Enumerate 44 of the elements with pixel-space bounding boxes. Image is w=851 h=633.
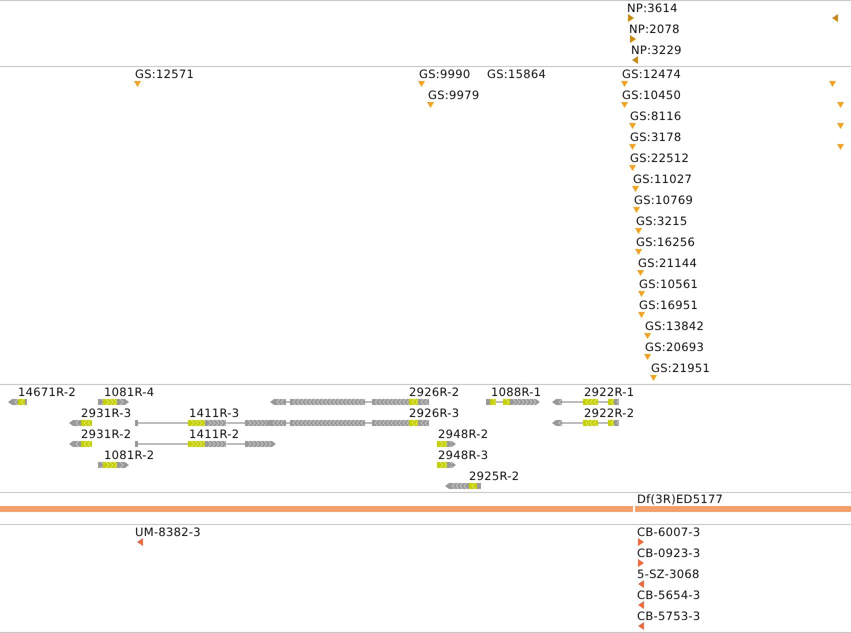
feature-label: GS:13842: [645, 320, 704, 333]
feature-label: 1081R-4: [104, 386, 154, 399]
feature-label: GS:21144: [638, 257, 698, 270]
feature-label: GS:3178: [630, 131, 682, 144]
feature-label: 5-SZ-3068: [637, 568, 700, 581]
feature-label: GS:10450: [622, 89, 682, 102]
feature-label: GS:20693: [645, 341, 704, 354]
feature-label: 1088R-1: [491, 386, 542, 399]
feature-label: 1081R-2: [104, 449, 154, 462]
feature-label: 2922R-1: [584, 386, 634, 399]
feature-label: GS:22512: [630, 152, 690, 165]
feature-label: 2926R-3: [409, 407, 460, 420]
feature-label: NP:3229: [631, 44, 682, 57]
feature-label: 14671R-2: [18, 386, 76, 399]
feature-label: CB-6007-3: [637, 526, 701, 539]
feature-label: CB-5654-3: [637, 589, 701, 602]
feature-label: 2948R-2: [438, 428, 488, 441]
feature-label: GS:16256: [636, 236, 696, 249]
feature-label: GS:10561: [639, 278, 698, 291]
feature-label: GS:12474: [622, 68, 682, 81]
feature-label: GS:15864: [487, 68, 546, 81]
feature-label: GS:8116: [630, 110, 682, 123]
feature-label: GS:16951: [639, 299, 698, 312]
feature-label: UM-8382-3: [135, 526, 201, 539]
feature-label: GS:12571: [135, 68, 194, 81]
feature-label: GS:3215: [636, 215, 688, 228]
feature-label: NP:3614: [627, 2, 678, 15]
feature-label: 1411R-2: [189, 428, 240, 441]
feature-label: GS:21951: [651, 362, 710, 375]
feature-label: GS:11027: [633, 173, 692, 186]
feature-label: CB-0923-3: [637, 547, 701, 560]
feature-label: GS:9990: [419, 68, 470, 81]
feature-label: 2931R-3: [81, 407, 132, 420]
feature-label: 2926R-2: [409, 386, 460, 399]
feature-label: CB-5753-3: [637, 610, 701, 623]
feature-label: 2922R-2: [584, 407, 634, 420]
feature-label: GS:9979: [428, 89, 480, 102]
feature-label: 2925R-2: [469, 470, 520, 483]
feature-label: GS:10769: [634, 194, 694, 207]
feature-label: 1411R-3: [189, 407, 240, 420]
feature-label: Df(3R)ED5177: [637, 493, 724, 506]
feature-label: 2931R-2: [81, 428, 132, 441]
feature-label: 2948R-3: [438, 449, 488, 462]
feature-label: NP:2078: [629, 23, 680, 36]
